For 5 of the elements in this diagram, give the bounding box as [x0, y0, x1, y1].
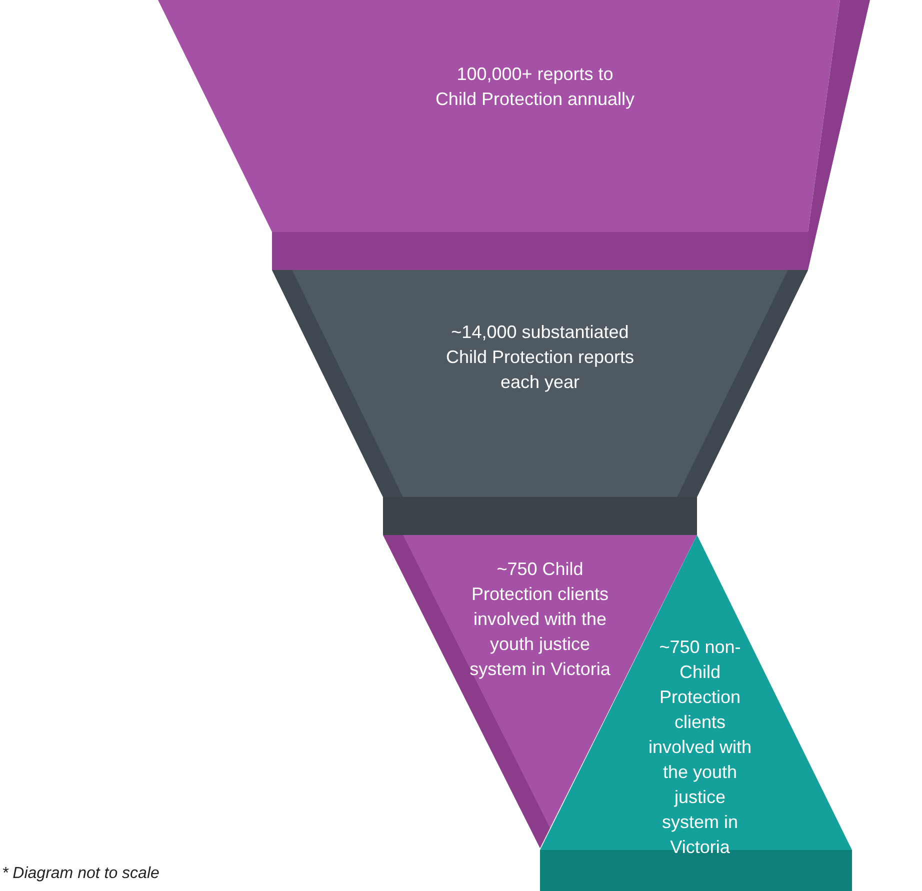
footnote: * Diagram not to scale [2, 864, 160, 884]
segment-label: 100,000+ reports to Child Protection annually [435, 63, 635, 111]
segment-label: ~750 non-Child Protection clients involved with the youth justice system in Victoria [647, 636, 753, 859]
segment-label: ~14,000 substantiated Child Protection reports each year [444, 321, 636, 394]
segment-label: ~750 Child Protection clients involved with the youth justice system in Victoria [468, 558, 612, 681]
